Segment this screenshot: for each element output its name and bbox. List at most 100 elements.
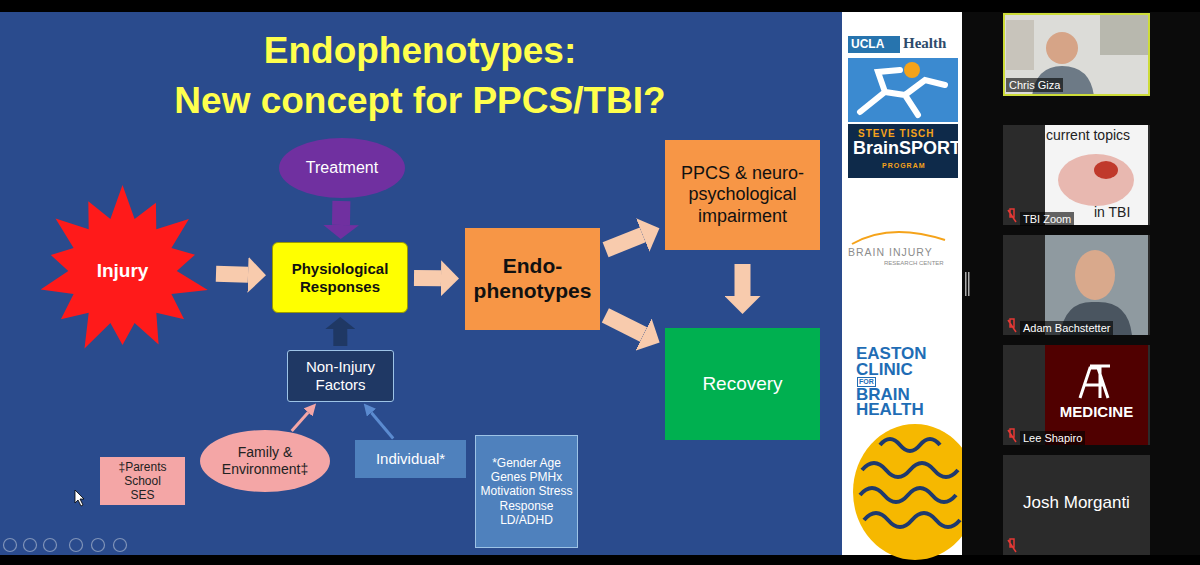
splitter-handle bbox=[965, 272, 967, 296]
connector-arrow bbox=[371, 413, 393, 439]
runner-logo bbox=[848, 58, 958, 122]
brain-shape bbox=[853, 424, 977, 560]
video-tile bbox=[1003, 345, 1150, 445]
thumbnail-text: in TBI bbox=[1094, 205, 1130, 220]
participant-name: TBI Zoom bbox=[1020, 212, 1074, 226]
control-icon bbox=[44, 539, 57, 552]
video-tile bbox=[1003, 13, 1150, 96]
lesion-thumbnail bbox=[1094, 161, 1118, 179]
node-text: *Gender Age Genes PMHx Motivation Stress… bbox=[479, 456, 574, 527]
tile-bg bbox=[1003, 345, 1150, 445]
factor-list-box: *Gender Age Genes PMHx Motivation Stress… bbox=[475, 435, 578, 548]
factor-box: Non-Injury Factors bbox=[287, 350, 394, 402]
muted-mic-icon bbox=[1008, 429, 1016, 442]
brain-thumbnail bbox=[1058, 154, 1134, 206]
video-tile bbox=[1003, 235, 1150, 335]
block-arrow bbox=[333, 329, 347, 346]
logo-mark bbox=[1080, 366, 1110, 398]
burst-shape bbox=[41, 185, 208, 349]
factor-list-box: ‡Parents School SES bbox=[100, 457, 185, 505]
node-text: Non-Injury Factors bbox=[293, 358, 388, 393]
connector-arrow bbox=[292, 412, 308, 430]
control-icon bbox=[4, 539, 17, 552]
block-arrow bbox=[414, 270, 441, 286]
control-icon bbox=[114, 539, 127, 552]
block-arrow bbox=[606, 235, 643, 250]
tile-bg bbox=[1003, 13, 1150, 96]
logo-text: PROGRAM bbox=[882, 162, 926, 170]
slide-bg bbox=[0, 12, 842, 555]
participant-panel bbox=[962, 12, 1200, 555]
node-text: Physiological Responses bbox=[280, 260, 400, 295]
outcome-box: PPCS & neuro- psychological impairment bbox=[665, 140, 820, 250]
node-text: Endo- phenotypes bbox=[470, 254, 595, 304]
logo-text: HEALTH bbox=[856, 401, 924, 420]
logo-text: BrainSPORT bbox=[853, 139, 961, 159]
title-spacer bbox=[580, 26, 690, 76]
thumbnail-text: current topics bbox=[1046, 128, 1130, 143]
runner-figure bbox=[860, 70, 945, 115]
thumbnail bbox=[1045, 125, 1148, 225]
wall-item bbox=[1006, 20, 1034, 70]
logo-text: RESEARCH CENTER bbox=[884, 260, 944, 267]
slide-title: Endophenotypes: New concept for PPCS/TBI… bbox=[150, 26, 690, 126]
muted-mic-icon bbox=[1008, 539, 1016, 552]
control-icon bbox=[24, 539, 37, 552]
node-text: PPCS & neuro- psychological impairment bbox=[675, 163, 810, 227]
logo-text: BRAIN INJURY bbox=[848, 247, 933, 259]
ellipse-shape bbox=[200, 430, 330, 492]
slide-controls bbox=[4, 539, 127, 552]
ellipse-shape bbox=[279, 138, 405, 198]
title-text: Endophenotypes: New concept for PPCS/TBI… bbox=[174, 30, 665, 121]
block-arrow bbox=[605, 315, 643, 334]
node-text: ‡Parents School SES bbox=[113, 460, 173, 502]
video-tile bbox=[1003, 125, 1150, 225]
outcome-box: Recovery bbox=[665, 328, 820, 440]
logo-text: Health bbox=[903, 35, 946, 52]
process-box: Physiological Responses bbox=[272, 242, 408, 313]
video-tile bbox=[1003, 455, 1150, 555]
tile-bg bbox=[1003, 235, 1150, 335]
participant-name: Adam Bachstetter bbox=[1020, 321, 1113, 335]
factor-ellipse: Family & Environment‡ bbox=[200, 430, 330, 492]
wall-frame bbox=[1100, 15, 1148, 55]
process-box: Endo- phenotypes bbox=[465, 228, 600, 330]
node-text: Family & Environment‡ bbox=[213, 444, 318, 477]
treatment-ellipse: Treatment bbox=[279, 138, 405, 198]
logo-text: MEDICINE bbox=[1045, 404, 1148, 421]
muted-mic-icon bbox=[1008, 209, 1016, 222]
person-head bbox=[1075, 250, 1115, 300]
photo bbox=[1045, 235, 1148, 335]
logo-text: STEVE TISCH bbox=[858, 128, 935, 139]
participant-name: Lee Shapiro bbox=[1020, 431, 1085, 445]
block-arrow bbox=[216, 266, 248, 283]
brain-illustration bbox=[853, 424, 977, 560]
muted-mic-icon bbox=[1008, 319, 1016, 332]
brain-folds bbox=[860, 439, 960, 527]
mouse-cursor bbox=[75, 490, 84, 506]
splitter-handle bbox=[968, 272, 970, 296]
block-arrow bbox=[332, 201, 350, 225]
logo-swoosh bbox=[852, 232, 945, 244]
title-spacer bbox=[150, 26, 260, 76]
node-text: Treatment bbox=[306, 159, 378, 178]
participant-name: Chris Giza bbox=[1006, 78, 1063, 92]
block-arrow bbox=[735, 264, 751, 296]
node-text: Recovery bbox=[702, 373, 782, 395]
control-icon bbox=[70, 539, 83, 552]
node-text: Injury bbox=[97, 260, 149, 282]
ucla-badge bbox=[848, 36, 900, 53]
active-speaker-border bbox=[1004, 14, 1149, 95]
node-text: Individual* bbox=[376, 450, 445, 468]
tile-bg bbox=[1003, 125, 1150, 225]
injury-burst: Injury bbox=[35, 185, 210, 357]
logo-text: UCLA bbox=[851, 38, 884, 51]
runner-head bbox=[904, 62, 920, 78]
factor-box: Individual* bbox=[355, 440, 466, 478]
person-head bbox=[1046, 32, 1078, 64]
university-logo bbox=[1045, 345, 1148, 445]
